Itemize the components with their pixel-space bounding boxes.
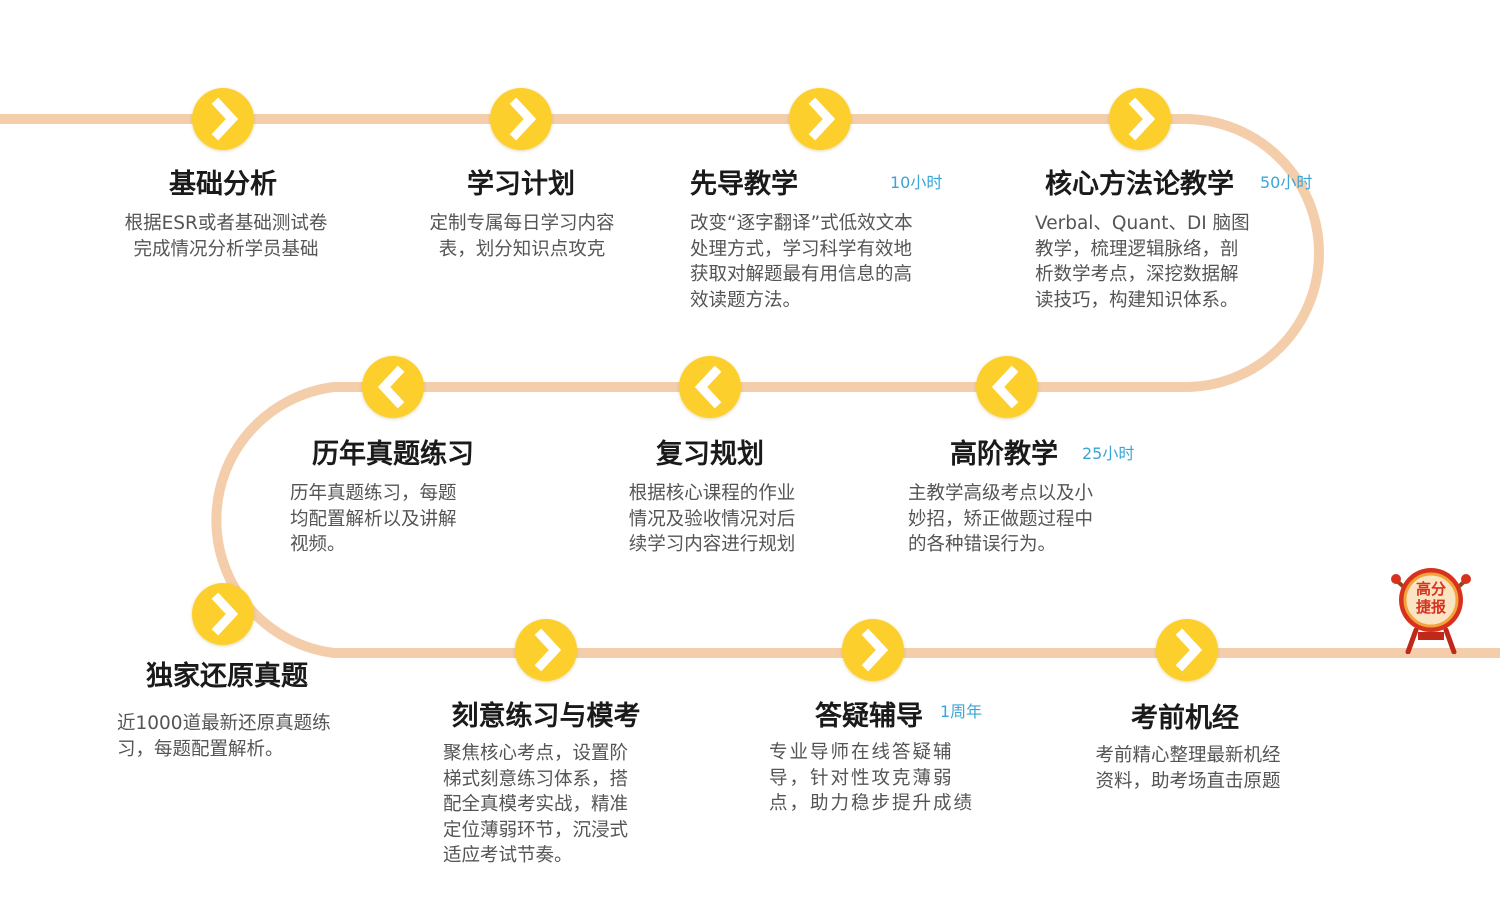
- step-title: 刻意练习与模考: [451, 701, 641, 732]
- step-description-line: 的各种错误行为。: [908, 534, 1057, 555]
- step-description: 定制专属每日学习内容表，划分知识点攻克: [392, 211, 652, 262]
- step-description-line: 考前精心整理最新机经: [1095, 745, 1281, 766]
- step-title: 先导教学: [690, 169, 798, 200]
- chevron-right-icon: [808, 97, 836, 141]
- step-description-line: 配全真模考实战，精准: [443, 794, 629, 815]
- step-description-line: 主教学高级考点以及小: [908, 483, 1094, 504]
- drum-badge-icon: [1391, 568, 1471, 654]
- step-node-4: [1109, 88, 1171, 150]
- step-description-line: 表，划分知识点攻克: [438, 238, 606, 260]
- chevron-right-icon: [1175, 628, 1203, 672]
- step-description-line: 教学，梳理逻辑脉络，剖: [1035, 238, 1239, 260]
- step-description-line: 定制专属每日学习内容: [429, 213, 615, 234]
- chevron-right-icon: [211, 592, 239, 636]
- step-description-line: 获取对解题最有用信息的高: [690, 264, 913, 285]
- step-node-1: [192, 88, 254, 150]
- step-description-line: 根据ESR或者基础测试卷: [124, 213, 328, 234]
- step-title: 基础分析: [169, 169, 277, 200]
- step-description-line: 习，每题配置解析。: [117, 738, 284, 760]
- chevron-right-icon: [509, 97, 537, 141]
- step-description: 历年真题练习，每题均配置解析以及讲解视频。: [290, 481, 457, 558]
- step-description-line: 资料，助考场直击原题: [1095, 770, 1281, 792]
- step-node-8: [192, 583, 254, 645]
- step-title: 答疑辅导: [815, 701, 923, 732]
- step-description: 考前精心整理最新机经资料，助考场直击原题: [1058, 743, 1318, 794]
- step-description: 专业导师在线答疑辅导，针对性攻克薄弱点，助力稳步提升成绩: [769, 740, 974, 817]
- step-description: 主教学高级考点以及小妙招，矫正做题过程中的各种错误行为。: [908, 481, 1093, 558]
- step-description-line: 点，助力稳步提升成绩: [769, 793, 975, 814]
- step-description-line: 聚焦核心考点，设置阶: [443, 743, 629, 764]
- step-description-line: 专业导师在线答疑辅: [769, 742, 954, 763]
- step-title: 高阶教学: [950, 439, 1058, 470]
- chevron-left-icon: [377, 365, 405, 409]
- step-title: 核心方法论教学: [1045, 169, 1234, 200]
- step-node-7: [362, 356, 424, 418]
- step-hours: 50小时: [1260, 173, 1313, 192]
- step-hours: 25小时: [1082, 444, 1135, 463]
- chevron-right-icon: [1128, 97, 1156, 141]
- step-description-line: 改变“逐字翻译”式低效文本: [690, 213, 913, 234]
- step-description: 根据核心课程的作业情况及验收情况对后续学习内容进行规划: [592, 481, 832, 558]
- step-node-5: [976, 356, 1038, 418]
- badge-line-1: 高分: [1415, 580, 1446, 598]
- step-title: 独家还原真题: [146, 661, 308, 692]
- step-description-line: 析数学考点，深挖数据解: [1035, 264, 1239, 285]
- chevron-right-icon: [534, 628, 562, 672]
- step-title: 考前机经: [1131, 703, 1239, 734]
- step-node-9: [515, 619, 577, 681]
- step-description-line: 读技巧，构建知识体系。: [1035, 289, 1239, 311]
- step-description-line: 定位薄弱环节，沉浸式: [443, 819, 629, 841]
- step-description: 聚焦核心考点，设置阶梯式刻意练习体系，搭配全真模考实战，精准定位薄弱环节，沉浸式…: [443, 741, 628, 869]
- step-node-2: [490, 88, 552, 150]
- step-title: 学习计划: [467, 169, 575, 200]
- step-description-line: 导，针对性攻克薄弱: [769, 767, 954, 789]
- step-description-line: 梯式刻意练习体系，搭: [443, 768, 629, 790]
- step-description-line: 历年真题练习，每题: [290, 483, 457, 504]
- chevron-left-icon: [991, 365, 1019, 409]
- step-description: Verbal、Quant、DI 脑图教学，梳理逻辑脉络，剖析数学考点，深挖数据解…: [1035, 211, 1250, 313]
- step-hours: 1周年: [940, 702, 983, 721]
- step-description: 改变“逐字翻译”式低效文本处理方式，学习科学有效地获取对解题最有用信息的高效读题…: [690, 211, 913, 313]
- step-description-line: 妙招，矫正做题过程中: [908, 508, 1094, 530]
- step-node-3: [789, 88, 851, 150]
- step-description-line: 完成情况分析学员基础: [133, 238, 319, 260]
- step-node-10: [842, 619, 904, 681]
- step-title: 复习规划: [656, 439, 764, 470]
- step-description-line: 视频。: [290, 534, 346, 555]
- step-description-line: 适应考试节奏。: [443, 845, 573, 866]
- step-node-11: [1156, 619, 1218, 681]
- step-node-6: [679, 356, 741, 418]
- chevron-right-icon: [861, 628, 889, 672]
- step-description: 根据ESR或者基础测试卷完成情况分析学员基础: [96, 211, 356, 262]
- step-description-line: 处理方式，学习科学有效地: [690, 238, 913, 260]
- step-description-line: 均配置解析以及讲解: [290, 508, 457, 530]
- step-hours: 10小时: [890, 173, 943, 192]
- achievement-badge: 高分 捷报: [1388, 560, 1474, 654]
- step-description-line: 近1000道最新还原真题练: [117, 713, 331, 734]
- chevron-left-icon: [694, 365, 722, 409]
- chevron-right-icon: [211, 97, 239, 141]
- step-description-line: 根据核心课程的作业: [628, 483, 796, 504]
- step-title: 历年真题练习: [312, 439, 474, 470]
- step-description-line: 效读题方法。: [690, 289, 802, 311]
- step-description-line: 续学习内容进行规划: [628, 534, 796, 555]
- step-description-line: 情况及验收情况对后: [628, 508, 796, 530]
- step-description: 近1000道最新还原真题练习，每题配置解析。: [117, 711, 331, 762]
- step-description-line: Verbal、Quant、DI 脑图: [1035, 213, 1250, 234]
- badge-line-2: 捷报: [1415, 598, 1446, 616]
